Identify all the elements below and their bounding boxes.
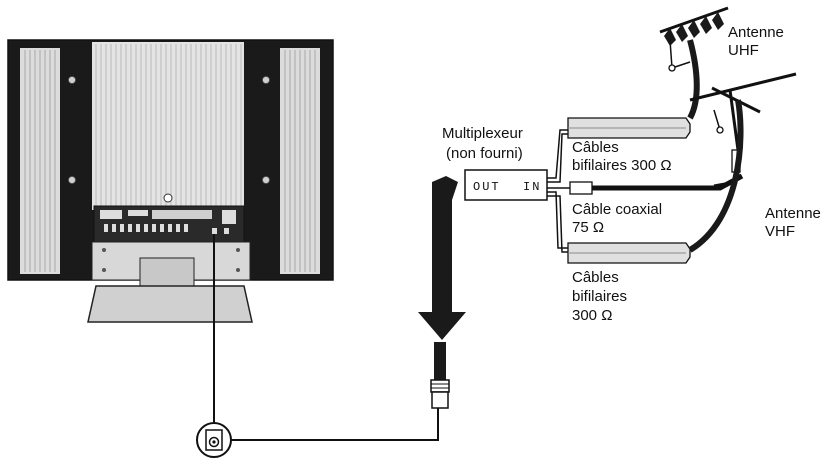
svg-text:VHF: VHF	[765, 223, 795, 240]
label-cables-bifilaires-lower: Câbles bifilaires 300 Ω	[572, 269, 627, 324]
svg-text:(non fourni): (non fourni)	[446, 145, 523, 162]
svg-text:75 Ω: 75 Ω	[572, 219, 604, 236]
svg-text:300 Ω: 300 Ω	[572, 307, 612, 324]
combiner-leads	[547, 129, 570, 253]
tv-feed-cable	[213, 234, 439, 441]
svg-text:Multiplexeur: Multiplexeur	[442, 125, 523, 142]
television-rear-view	[7, 39, 334, 323]
svg-text:bifilaires 300 Ω: bifilaires 300 Ω	[572, 157, 672, 174]
svg-text:Câble coaxial: Câble coaxial	[572, 201, 662, 218]
svg-text:Antenne: Antenne	[765, 205, 821, 222]
coaxial-plug-icon	[430, 342, 450, 409]
label-antenne-uhf: Antenne UHF	[728, 24, 784, 59]
uhf-antenna-icon	[659, 6, 729, 120]
combiner-box: OUT IN	[464, 169, 548, 201]
label-cables-bifilaires-upper: Câbles bifilaires 300 Ω	[572, 139, 672, 174]
twin-lead-cable-lower	[567, 242, 691, 264]
svg-text:Câbles: Câbles	[572, 269, 619, 286]
combiner-in-label: IN	[523, 180, 541, 194]
vhf-antenna-icon	[688, 72, 797, 253]
svg-text:Câbles: Câbles	[572, 139, 619, 156]
svg-text:UHF: UHF	[728, 42, 759, 59]
svg-text:bifilaires: bifilaires	[572, 288, 627, 305]
combiner-out-label: OUT	[473, 180, 501, 194]
signal-direction-arrow	[418, 176, 466, 340]
tv-antenna-input-icon	[196, 422, 232, 458]
label-cable-coaxial: Câble coaxial 75 Ω	[572, 201, 662, 236]
label-antenne-vhf: Antenne VHF	[765, 205, 821, 240]
svg-text:Antenne: Antenne	[728, 24, 784, 41]
twin-lead-cable-upper	[567, 117, 691, 139]
label-multiplexeur: Multiplexeur (non fourni)	[442, 125, 523, 162]
